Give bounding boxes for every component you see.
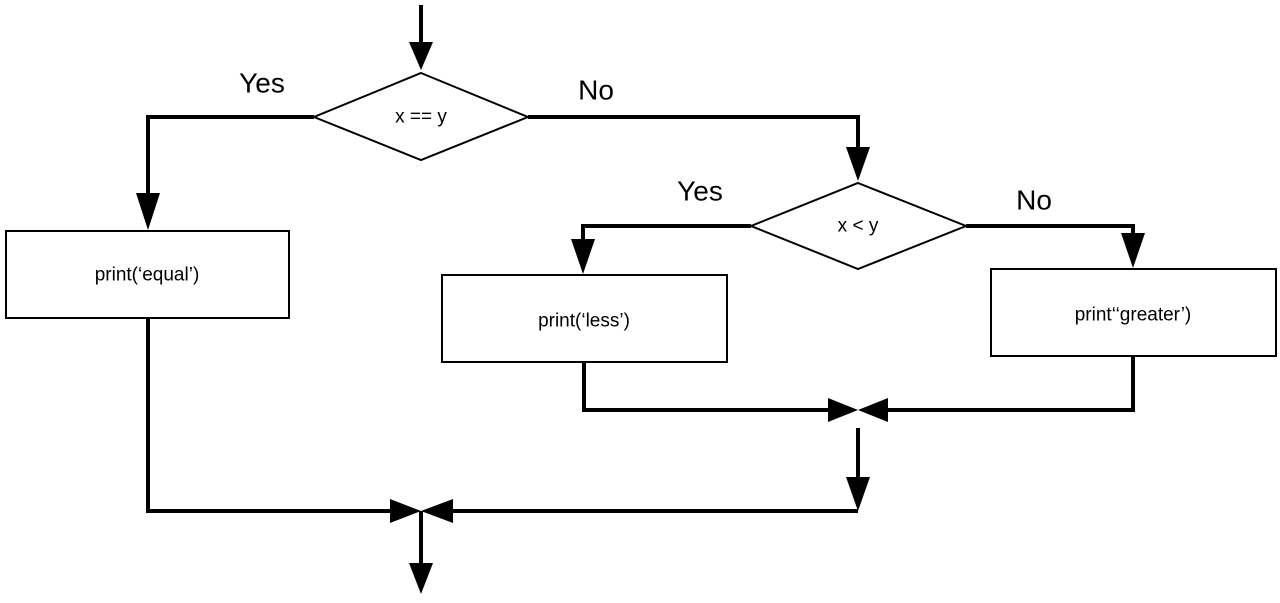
merge-less-greater	[582, 356, 1135, 511]
no-branch-equal: No	[528, 75, 870, 181]
process-print-less: print(‘less’)	[441, 274, 728, 363]
decision-diamond	[311, 71, 531, 162]
merge-final	[146, 318, 858, 523]
yes-branch-equal: Yes	[136, 68, 314, 230]
entry-arrow	[409, 5, 433, 70]
no-branch-less: No	[966, 185, 1145, 268]
no-label: No	[578, 75, 614, 106]
process-label: print(‘less’)	[538, 311, 630, 332]
process-print-equal: print(‘equal’)	[5, 230, 290, 319]
process-label: print(‘equal’)	[95, 265, 200, 286]
decision-label: x < y	[838, 216, 879, 237]
yes-label: Yes	[239, 68, 285, 99]
decision-label: x == y	[395, 107, 447, 128]
decision-x-equals-y: x == y	[311, 71, 531, 162]
decision-x-less-than-y: x < y	[748, 181, 969, 271]
process-box	[5, 230, 290, 319]
decision-diamond	[748, 181, 969, 271]
process-label: print‘‘greater’)	[1075, 305, 1192, 326]
exit-arrow	[409, 511, 433, 594]
no-label: No	[1016, 185, 1052, 216]
yes-branch-less: Yes	[571, 176, 751, 274]
yes-label: Yes	[677, 176, 723, 207]
process-box	[990, 268, 1277, 357]
process-print-greater: print‘‘greater’)	[990, 268, 1277, 357]
